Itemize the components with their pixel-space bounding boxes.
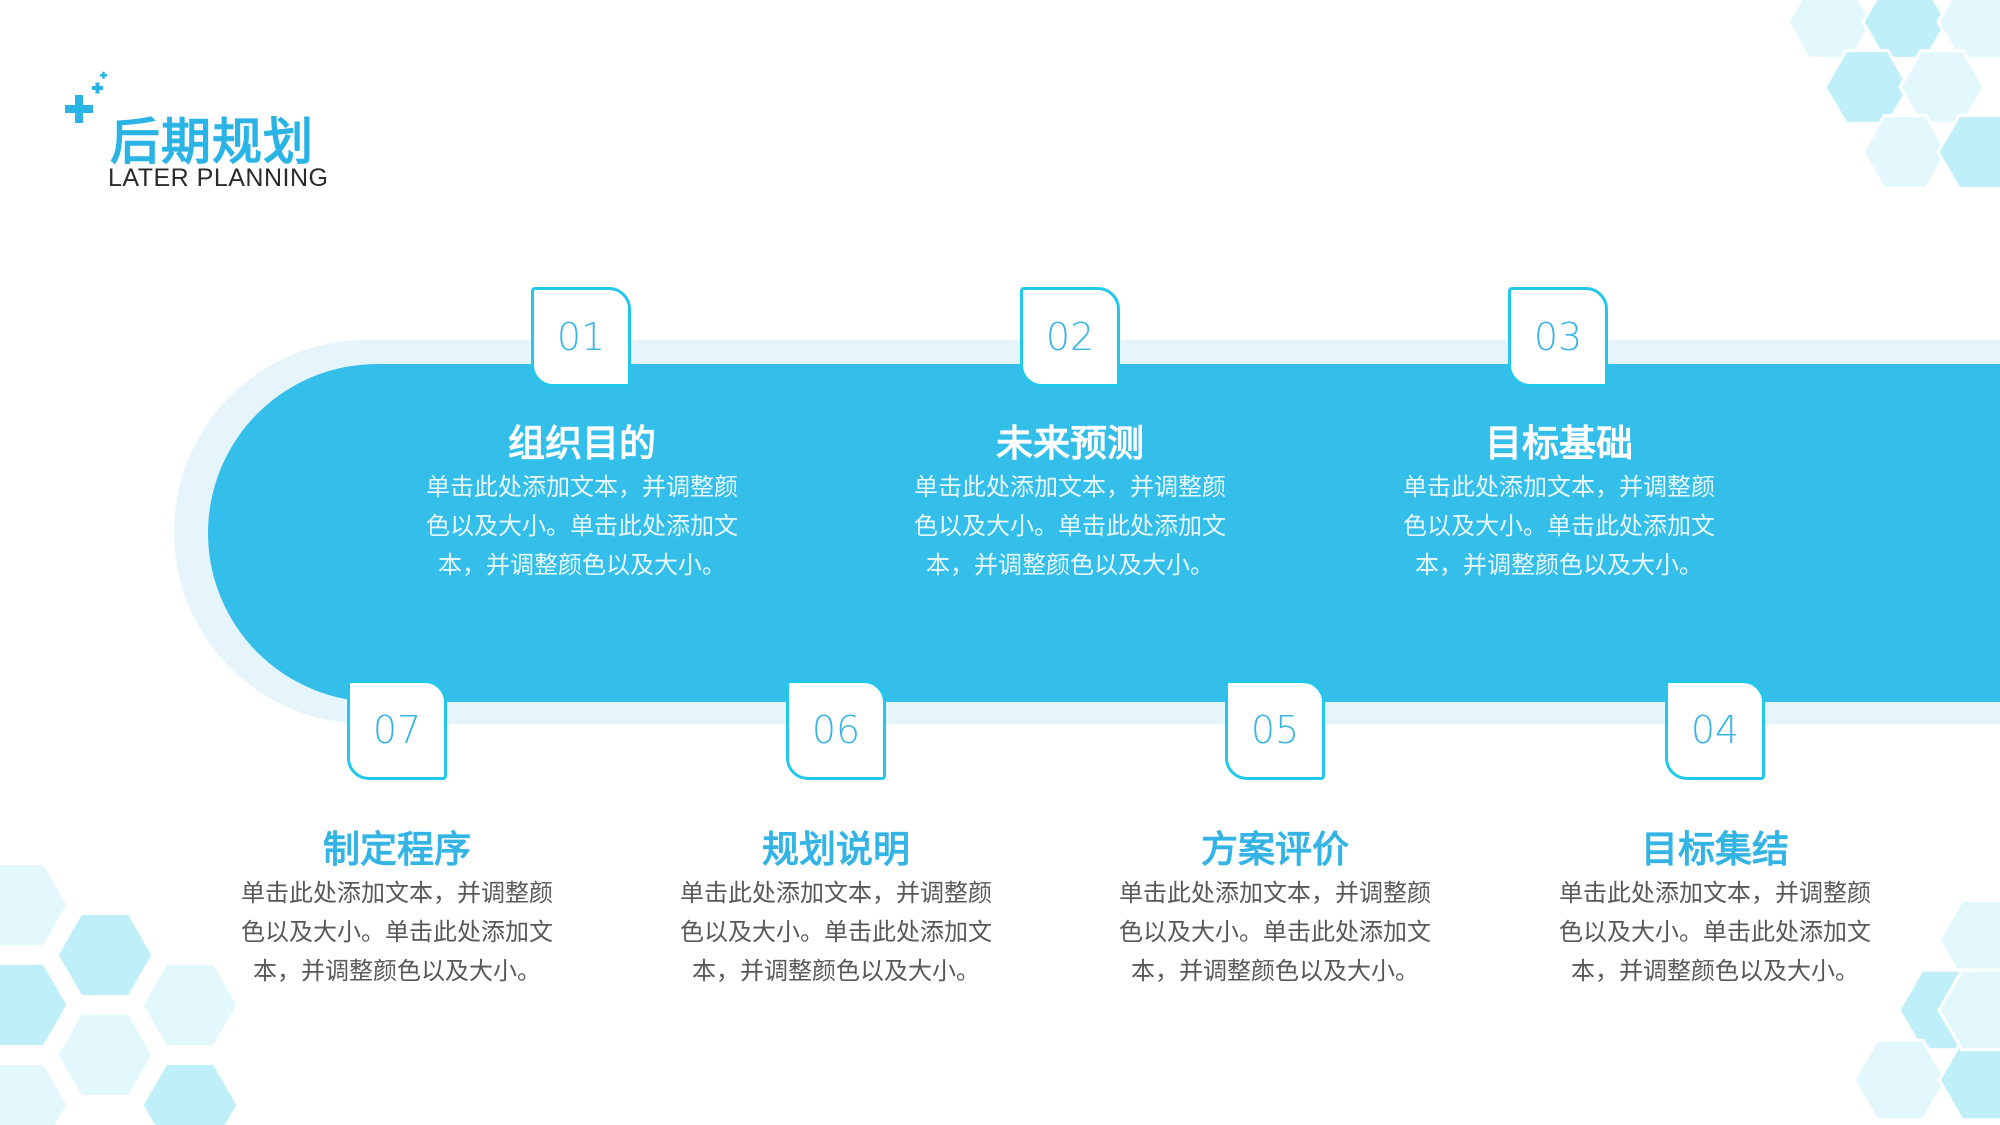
step-title: 方案评价 bbox=[1201, 828, 1349, 871]
step-item: 方案评价 单击此处添加文本，并调整颜色以及大小。单击此处添加文本，并调整颜色以及… bbox=[1095, 826, 1455, 991]
step-item: 目标集结 单击此处添加文本，并调整颜色以及大小。单击此处添加文本，并调整颜色以及… bbox=[1535, 826, 1895, 991]
step-title: 制定程序 bbox=[323, 828, 471, 871]
step-item: 规划说明 单击此处添加文本，并调整颜色以及大小。单击此处添加文本，并调整颜色以及… bbox=[656, 826, 1016, 991]
step-number-box: 06 bbox=[786, 680, 886, 780]
step-description: 单击此处添加文本，并调整颜色以及大小。单击此处添加文本，并调整颜色以及大小。 bbox=[1559, 879, 1871, 985]
step-title: 目标集结 bbox=[1641, 828, 1789, 871]
step-title: 目标基础 bbox=[1485, 422, 1633, 465]
step-title: 规划说明 bbox=[762, 828, 910, 871]
hexagon-shape bbox=[0, 861, 70, 949]
step-item: 制定程序 单击此处添加文本，并调整颜色以及大小。单击此处添加文本，并调整颜色以及… bbox=[217, 826, 577, 991]
page-title: 后期规划 bbox=[110, 113, 314, 171]
step-number-box: 05 bbox=[1225, 680, 1325, 780]
hexagon-shape bbox=[1937, 968, 2000, 1052]
hexagon-shape bbox=[1861, 114, 1949, 190]
timeline-band bbox=[208, 364, 2000, 702]
hexagon-shape bbox=[55, 1011, 155, 1099]
step-description: 单击此处添加文本，并调整颜色以及大小。单击此处添加文本，并调整颜色以及大小。 bbox=[426, 473, 738, 579]
step-number-box: 03 bbox=[1508, 287, 1608, 387]
hexagon-shape bbox=[140, 961, 240, 1049]
step-number-box: 02 bbox=[1020, 287, 1120, 387]
hexagon-shape bbox=[1937, 1038, 2000, 1122]
step-title: 组织目的 bbox=[508, 422, 656, 465]
hexagon-shape bbox=[55, 911, 155, 999]
hexagon-shape bbox=[1852, 1038, 1948, 1122]
hexagon-shape bbox=[0, 1061, 70, 1125]
hexagon-shape bbox=[0, 961, 70, 1049]
step-title: 未来预测 bbox=[996, 422, 1144, 465]
step-item: 未来预测 单击此处添加文本，并调整颜色以及大小。单击此处添加文本，并调整颜色以及… bbox=[890, 420, 1250, 585]
step-description: 单击此处添加文本，并调整颜色以及大小。单击此处添加文本，并调整颜色以及大小。 bbox=[914, 473, 1226, 579]
step-description: 单击此处添加文本，并调整颜色以及大小。单击此处添加文本，并调整颜色以及大小。 bbox=[241, 879, 553, 985]
hexagon-shape bbox=[1936, 114, 2000, 190]
step-description: 单击此处添加文本，并调整颜色以及大小。单击此处添加文本，并调整颜色以及大小。 bbox=[1119, 879, 1431, 985]
step-description: 单击此处添加文本，并调整颜色以及大小。单击此处添加文本，并调整颜色以及大小。 bbox=[680, 879, 992, 985]
step-number-box: 04 bbox=[1665, 680, 1765, 780]
hexagon-shape bbox=[1937, 898, 2000, 982]
step-number-box: 07 bbox=[347, 680, 447, 780]
hexagon-shape bbox=[1898, 49, 1986, 125]
step-description: 单击此处添加文本，并调整颜色以及大小。单击此处添加文本，并调整颜色以及大小。 bbox=[1403, 473, 1715, 579]
hexagon-shape bbox=[140, 1061, 240, 1125]
step-item: 目标基础 单击此处添加文本，并调整颜色以及大小。单击此处添加文本，并调整颜色以及… bbox=[1379, 420, 1739, 585]
hexagon-shape bbox=[1936, 0, 2000, 60]
page-subtitle: LATER PLANNING bbox=[108, 164, 329, 192]
step-number-box: 01 bbox=[531, 287, 631, 387]
sparkle-plus-icon bbox=[65, 71, 107, 123]
hexagon-shape bbox=[1823, 49, 1911, 125]
step-item: 组织目的 单击此处添加文本，并调整颜色以及大小。单击此处添加文本，并调整颜色以及… bbox=[402, 420, 762, 585]
